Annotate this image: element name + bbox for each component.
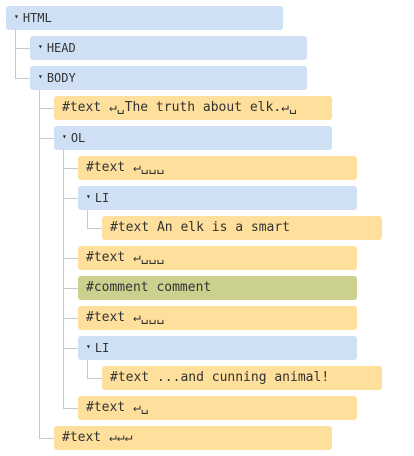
node-head-label: HEAD bbox=[46, 41, 76, 55]
expand-triangle-icon[interactable]: ▾ bbox=[86, 342, 91, 351]
node-li-1-text[interactable]: #text An elk is a smart bbox=[102, 216, 382, 240]
node-ol-text-2-label: #text ↵␣␣␣ bbox=[86, 250, 165, 265]
node-ol-text-3-label: #text ↵␣␣␣ bbox=[86, 310, 165, 325]
connector-li-2 bbox=[63, 348, 79, 349]
node-ol-text-2[interactable]: #text ↵␣␣␣ bbox=[78, 246, 357, 270]
node-ol-label: OL bbox=[70, 131, 86, 145]
node-ol[interactable]: ▾OL bbox=[54, 126, 332, 150]
node-li-1[interactable]: ▾LI bbox=[78, 186, 357, 210]
node-ol-text-3[interactable]: #text ↵␣␣␣ bbox=[78, 306, 357, 330]
node-ol-comment[interactable]: #comment comment bbox=[78, 276, 357, 300]
node-ol-text-1-label: #text ↵␣␣␣ bbox=[86, 160, 165, 175]
connector-li-1-children bbox=[87, 210, 88, 228]
node-ol-text-4[interactable]: #text ↵␣ bbox=[78, 396, 357, 420]
expand-triangle-icon[interactable]: ▾ bbox=[14, 12, 19, 21]
expand-triangle-icon[interactable]: ▾ bbox=[86, 192, 91, 201]
connector-ol-comment bbox=[63, 288, 79, 289]
node-li-2-text-label: #text ...and cunning animal! bbox=[110, 370, 330, 385]
node-li-2-text[interactable]: #text ...and cunning animal! bbox=[102, 366, 382, 390]
connector-html-children bbox=[15, 30, 16, 78]
node-html-label: HTML bbox=[22, 11, 52, 25]
connector-body-children bbox=[39, 90, 40, 438]
connector-ol-text-3 bbox=[63, 318, 79, 319]
connector-ol bbox=[39, 138, 55, 139]
expand-triangle-icon[interactable]: ▾ bbox=[38, 42, 43, 51]
connector-ol-children bbox=[63, 150, 64, 408]
node-ol-text-1[interactable]: #text ↵␣␣␣ bbox=[78, 156, 357, 180]
connector-li-1 bbox=[63, 198, 79, 199]
node-body[interactable]: ▾BODY bbox=[30, 66, 307, 90]
node-body-label: BODY bbox=[46, 71, 76, 85]
connector-li-1-text bbox=[87, 228, 103, 229]
connector-ol-text-2 bbox=[63, 258, 79, 259]
node-body-text-1-label: #text ↵␣The truth about elk.↵␣ bbox=[62, 100, 297, 115]
connector-li-2-children bbox=[87, 360, 88, 378]
node-head[interactable]: ▾HEAD bbox=[30, 36, 307, 60]
connector-ol-text-4 bbox=[63, 408, 79, 409]
connector-li-2-text bbox=[87, 378, 103, 379]
connector-ol-text-1 bbox=[63, 168, 79, 169]
node-ol-text-4-label: #text ↵␣ bbox=[86, 400, 149, 415]
node-body-text-2-label: #text ↵↵↵ bbox=[62, 430, 133, 445]
connector-body-text-2 bbox=[39, 438, 55, 439]
node-body-text-2[interactable]: #text ↵↵↵ bbox=[54, 426, 332, 450]
node-ol-comment-label: #comment comment bbox=[86, 280, 212, 295]
node-li-1-text-label: #text An elk is a smart bbox=[110, 220, 291, 235]
connector-body-text-1 bbox=[39, 108, 55, 109]
node-li-2-label: LI bbox=[94, 341, 110, 355]
expand-triangle-icon[interactable]: ▾ bbox=[38, 72, 43, 81]
node-li-2[interactable]: ▾LI bbox=[78, 336, 357, 360]
connector-body bbox=[15, 78, 31, 79]
node-html[interactable]: ▾HTML bbox=[6, 6, 283, 30]
node-body-text-1[interactable]: #text ↵␣The truth about elk.↵␣ bbox=[54, 96, 332, 120]
expand-triangle-icon[interactable]: ▾ bbox=[62, 132, 67, 141]
connector-head bbox=[15, 48, 31, 49]
node-li-1-label: LI bbox=[94, 191, 110, 205]
